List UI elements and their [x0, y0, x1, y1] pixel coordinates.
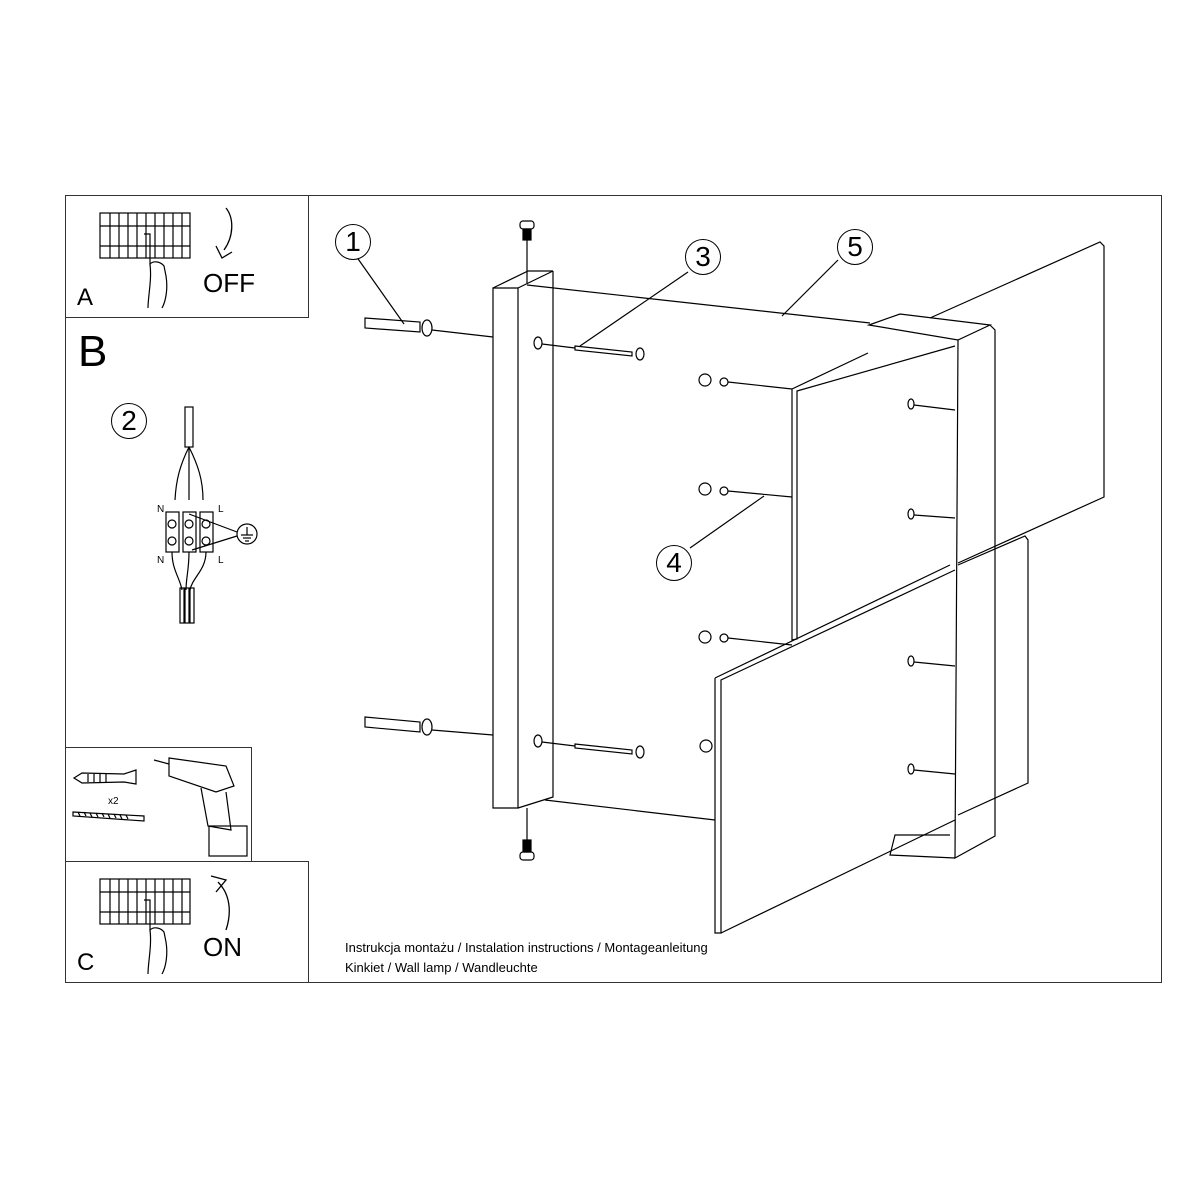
caption-line-1: Instrukcja montażu / Instalation instruc…	[345, 940, 708, 955]
wiring-label-l-top: L	[218, 504, 224, 515]
arrow-down-icon	[215, 207, 233, 259]
step-c-letter: C	[77, 949, 95, 976]
step-a-letter: A	[77, 284, 94, 311]
callout-1: 1	[335, 224, 371, 260]
quantity-label: x2	[108, 796, 119, 807]
circuit-breaker-icon	[99, 207, 233, 309]
callout-4: 4	[656, 545, 692, 581]
off-label: OFF	[203, 268, 255, 298]
wiring-label-l-bottom: L	[218, 555, 224, 566]
wiring-label-n-bottom: N	[157, 555, 165, 566]
arrow-up-icon	[210, 875, 230, 931]
on-label: ON	[203, 932, 242, 962]
instruction-frame	[65, 195, 1162, 983]
drill-icon	[153, 757, 248, 857]
circuit-breaker-icon	[99, 875, 230, 975]
screw-icon	[72, 811, 145, 822]
wall-plug-icon	[72, 769, 137, 785]
callout-5: 5	[837, 229, 873, 265]
step-b-letter: B	[78, 327, 108, 376]
tools-panel: x2	[65, 747, 252, 862]
wiring-label-n-top: N	[157, 504, 165, 515]
step-a-panel: A OFF	[65, 195, 309, 318]
caption-line-2: Kinkiet / Wall lamp / Wandleuchte	[345, 960, 538, 975]
step-c-panel: C ON	[65, 861, 309, 983]
callout-3: 3	[685, 239, 721, 275]
callout-2: 2	[111, 403, 147, 439]
